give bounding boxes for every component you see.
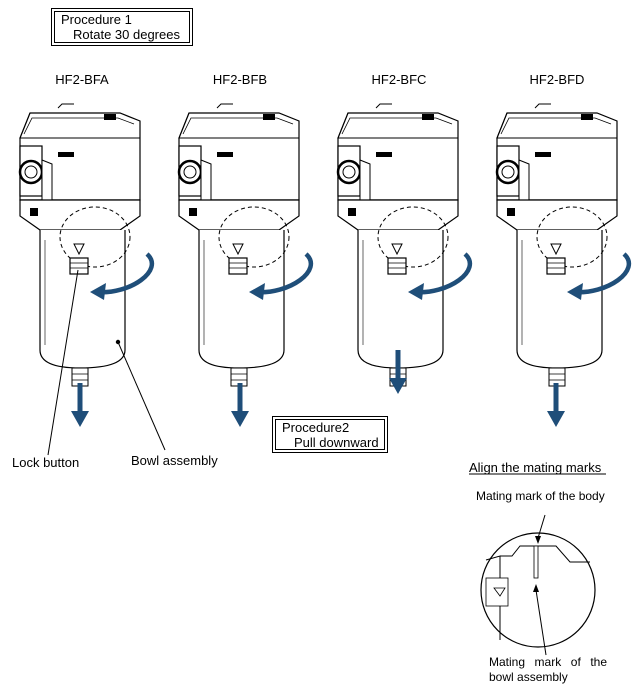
detail-title: Align the mating marks [469,460,602,475]
unit-hf2-bfa [20,104,152,386]
unit-hf2-bfc [338,104,470,386]
model-label-4: HF2-BFD [529,72,585,87]
body-mark-label: Mating mark of the body [476,489,605,503]
procedure-2-box: Procedure2 Pull downward [272,416,388,453]
detail-magnifier [480,514,596,656]
pull-arrow-4 [547,383,565,427]
unit-hf2-bfb [179,104,311,386]
lock-button-label: Lock button [12,455,80,470]
model-label-1: HF2-BFA [55,72,109,87]
bowl-mark-label-line2: bowl assembly [489,670,568,684]
bowl-mark-label-line1: Mating mark of the [489,655,607,669]
bowl-assembly-leader [117,341,166,451]
lock-button-leader [47,269,79,456]
procedure-1-action: Rotate 30 degrees [73,27,180,42]
unit-hf2-bfd [497,104,629,386]
pull-arrow-2 [231,383,249,427]
model-label-2: HF2-BFB [212,72,268,87]
procedure-1-box: Procedure 1 Rotate 30 degrees [51,8,193,46]
procedure-2-title: Procedure2 [282,420,350,435]
pull-arrow-1 [71,383,89,427]
model-label-3: HF2-BFC [371,72,427,87]
procedure-2-action: Pull downward [294,435,379,450]
procedure-1-title: Procedure 1 [61,12,132,27]
bowl-assembly-label: Bowl assembly [131,453,218,468]
